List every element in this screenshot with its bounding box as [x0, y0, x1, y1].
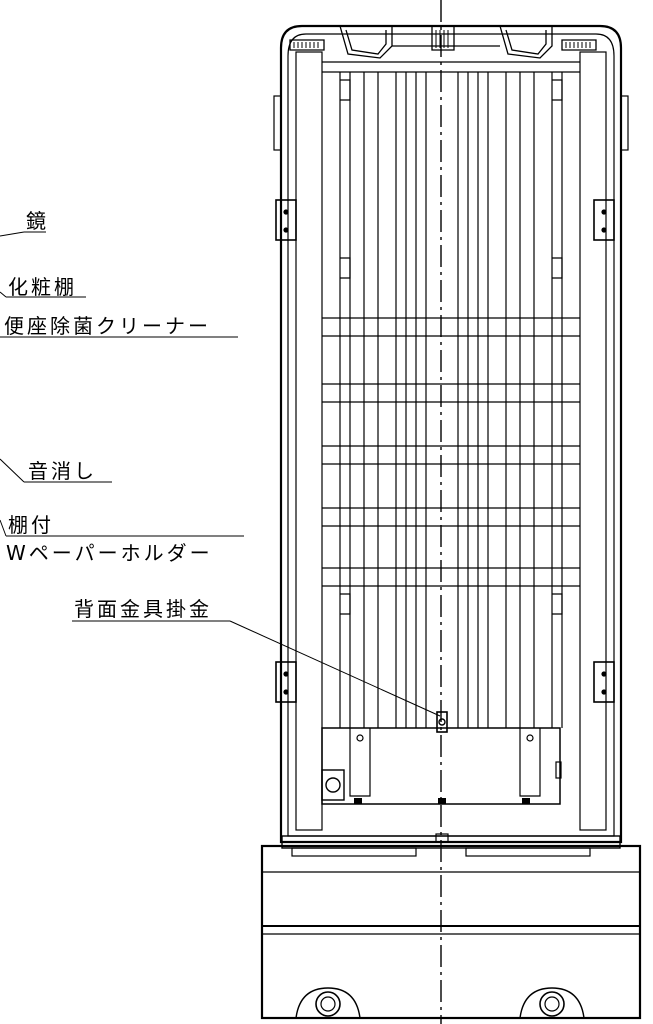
- right-lower-bracket: [593, 661, 615, 703]
- label-sound-masker: 音消し: [28, 459, 97, 483]
- back-bracket-plate: [321, 727, 562, 805]
- label-double-paper-holder: Wペーパーホルダー: [6, 541, 213, 565]
- back-bracket-hook: [436, 711, 448, 733]
- label-shelf-attached: 棚付: [8, 513, 54, 537]
- callout-sound-masker: 音消し: [0, 458, 112, 483]
- left-lower-bracket: [275, 661, 297, 703]
- top-hanger-left: [289, 39, 325, 51]
- callout-shelf-paper-holder: 棚付 Wペーパーホルダー: [0, 513, 244, 565]
- right-foot: [519, 987, 585, 1019]
- vertical-ribs: [339, 72, 563, 728]
- top-hanger-right: [561, 39, 597, 51]
- callout-cosmetic-shelf: 化粧棚: [0, 275, 86, 299]
- label-cosmetic-shelf: 化粧棚: [8, 275, 77, 299]
- base-cabinet: [260, 833, 642, 1020]
- cabinet-body: [273, 24, 629, 844]
- label-mirror: 鏡: [26, 209, 49, 233]
- horizontal-bands: [322, 317, 580, 587]
- callout-mirror: 鏡: [0, 209, 49, 237]
- label-back-bracket-hook: 背面金具掛金: [74, 597, 212, 621]
- top-hanger-center: [431, 25, 455, 51]
- left-upper-bracket: [275, 199, 297, 241]
- callout-toilet-seat-cleaner: 便座除菌クリーナー: [0, 314, 238, 338]
- left-foot: [295, 987, 361, 1019]
- callout-back-bracket-hook: 背面金具掛金: [72, 597, 441, 717]
- label-toilet-seat-cleaner: 便座除菌クリーナー: [4, 314, 211, 338]
- right-upper-bracket: [593, 199, 615, 241]
